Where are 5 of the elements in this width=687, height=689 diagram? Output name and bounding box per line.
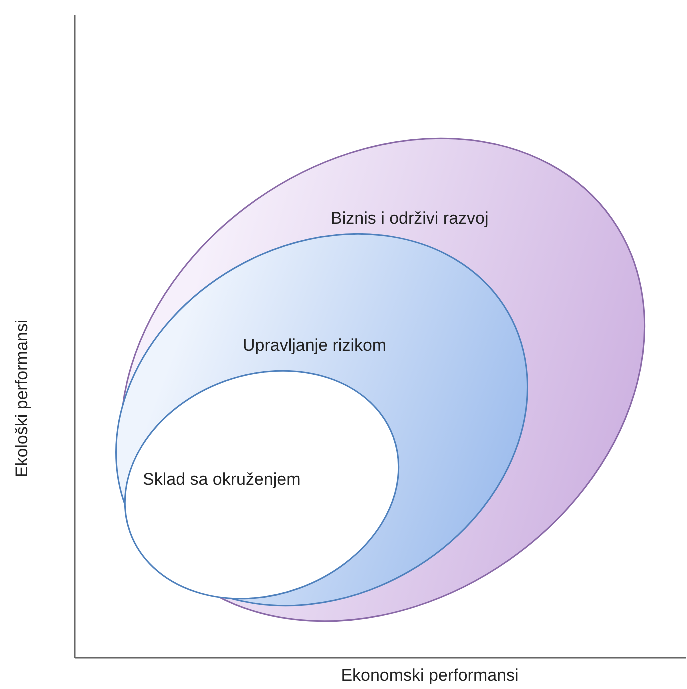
ellipse-label: Biznis i održivi razvoj [331, 208, 489, 230]
axis-label: Ekološki performansi [11, 318, 32, 479]
ellipse-label: Upravljanje rizikom [243, 335, 387, 357]
ellipse-label: Sklad sa okruženjem [143, 469, 301, 491]
axis-label: Ekonomski performansi [340, 665, 520, 687]
